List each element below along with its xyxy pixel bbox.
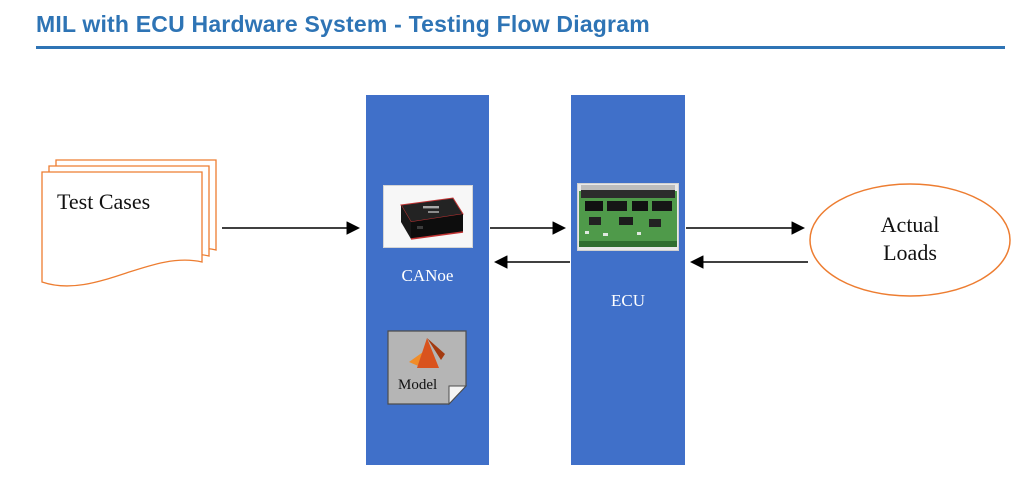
title-divider <box>36 46 1005 49</box>
ecu-panel: ECU <box>571 95 685 465</box>
ecu-chips <box>585 201 672 227</box>
test-cases-shape <box>41 159 217 287</box>
canoe-panel: CANoe Model <box>366 95 489 465</box>
actual-loads-label: Actual Loads <box>880 212 940 265</box>
canoe-device-image <box>383 185 473 248</box>
ecu-board <box>579 185 677 247</box>
matlab-logo-icon <box>409 338 445 368</box>
document-sheet-front <box>41 171 203 287</box>
canoe-label: CANoe <box>401 266 454 285</box>
canoe-device <box>400 197 464 240</box>
test-cases-label: Test Cases <box>57 189 151 214</box>
model-icon: Model <box>387 330 467 405</box>
ecu-label: ECU <box>611 291 645 310</box>
actual-loads-ellipse <box>809 183 1011 297</box>
page-fold <box>448 385 467 405</box>
model-icon-graphic <box>387 330 467 405</box>
model-label: Model <box>398 377 438 393</box>
ecu-board-image <box>577 183 679 251</box>
page-title: MIL with ECU Hardware System - Testing F… <box>36 11 650 37</box>
